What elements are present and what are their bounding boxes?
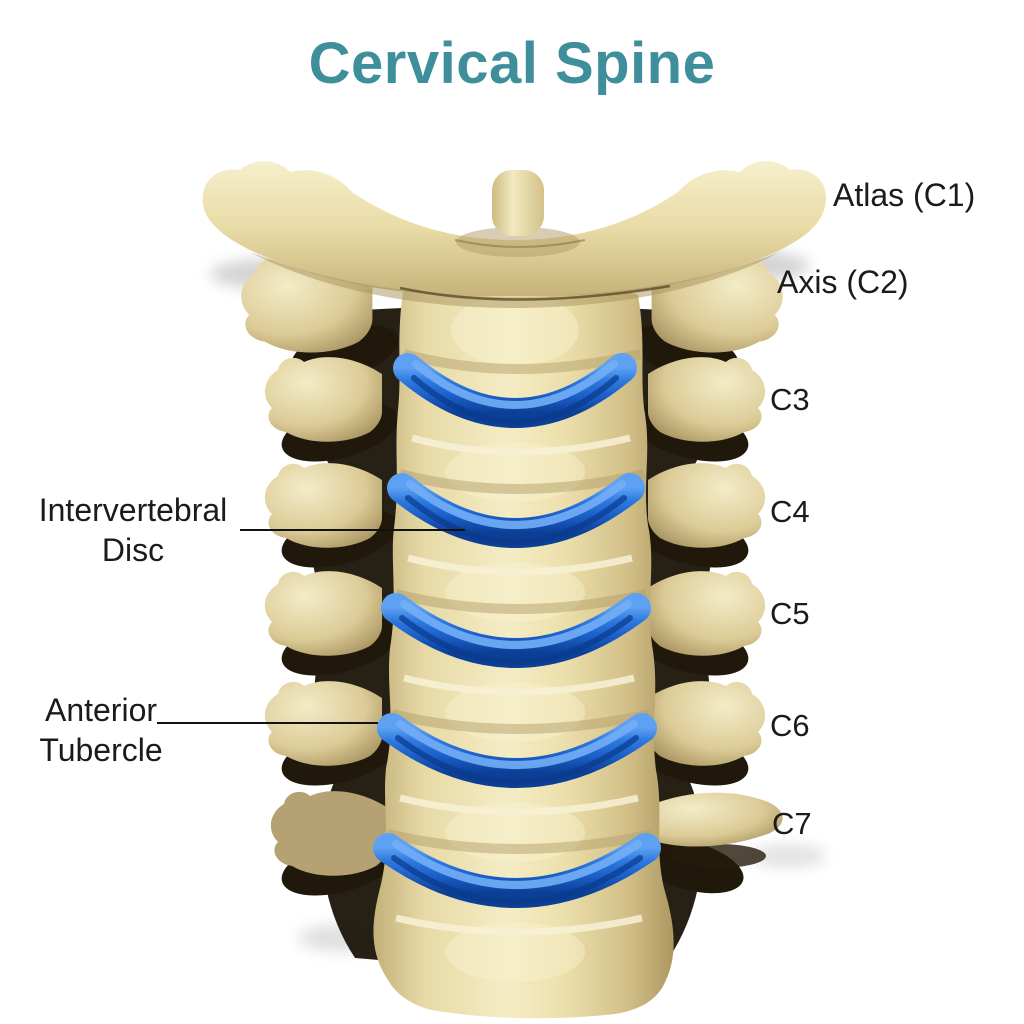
label-anterior-tubercle: Anterior Tubercle	[18, 690, 184, 770]
label-axis-c2: Axis (C2)	[777, 264, 909, 300]
disc-c3-c4	[387, 473, 645, 548]
label-intervertebral-disc: Intervertebral Disc	[18, 490, 248, 570]
disc-c4-c5	[381, 593, 651, 668]
label-c7: C7	[772, 806, 812, 841]
atlas-bone	[202, 161, 827, 308]
label-intervertebral-disc-line1: Intervertebral	[38, 492, 228, 528]
intervertebral-discs	[373, 353, 661, 908]
intervertebral-disc-leader-line	[240, 529, 465, 531]
label-intervertebral-disc-line2: Disc	[101, 532, 165, 568]
label-c3: C3	[770, 382, 810, 417]
label-c6: C6	[770, 708, 810, 743]
label-atlas-c1: Atlas (C1)	[833, 177, 976, 213]
c7-horn	[643, 792, 783, 868]
anterior-tubercle-leader-line	[157, 722, 378, 724]
label-anterior-tubercle-line2: Tubercle	[39, 732, 163, 768]
page-title: Cervical Spine	[308, 31, 716, 96]
label-anterior-tubercle-line1: Anterior	[44, 692, 158, 728]
disc-c6-c7	[373, 833, 661, 908]
atlas-wings	[202, 161, 827, 297]
label-c4: C4	[770, 494, 810, 529]
disc-c2-c3	[393, 353, 637, 428]
c1-c2-seam	[399, 284, 671, 301]
label-c5: C5	[770, 596, 810, 631]
disc-c5-c6	[377, 713, 657, 788]
dens	[492, 170, 544, 236]
transverse-processes	[241, 257, 783, 876]
